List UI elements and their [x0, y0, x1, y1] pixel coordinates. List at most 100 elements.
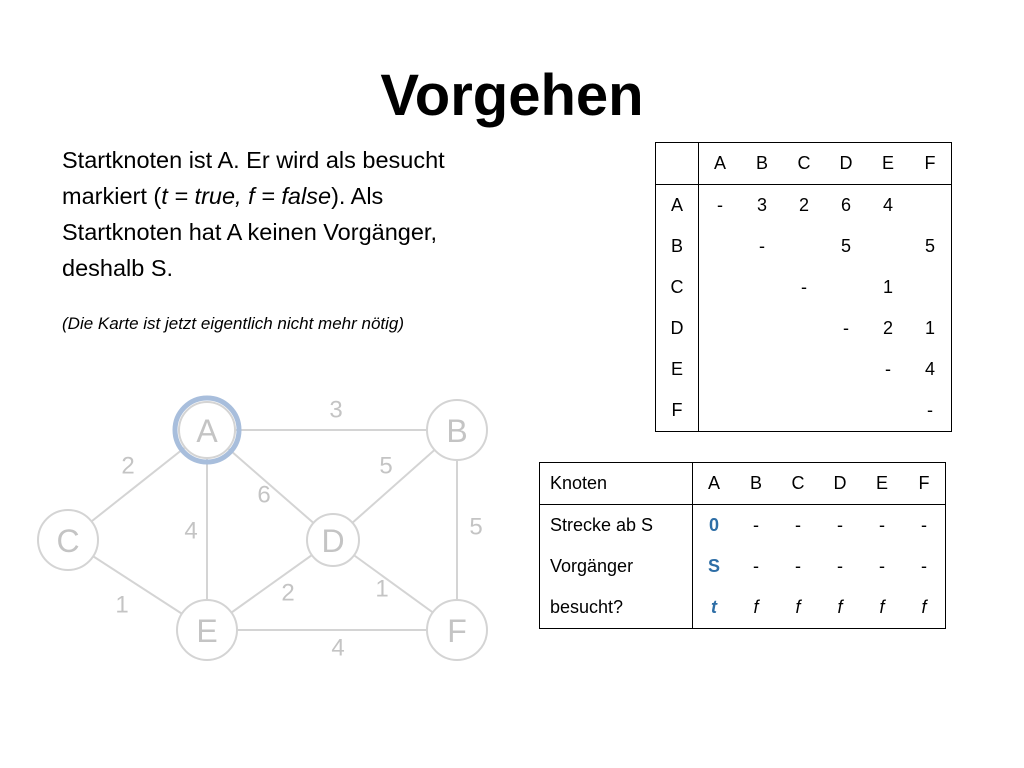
- adjacency-cell: -: [801, 277, 807, 297]
- adjacency-cell: 4: [882, 195, 893, 215]
- adjacency-col-header: F: [909, 142, 952, 185]
- description-line-2b: ). Als: [331, 183, 384, 209]
- edge-weight-b-f: 5: [469, 514, 482, 541]
- adjacency-row: C - 1: [655, 267, 952, 308]
- edge-weight-a-c: 2: [121, 453, 134, 480]
- adjacency-cell: -: [927, 400, 933, 420]
- node-d-label: D: [321, 523, 344, 559]
- graph-node-a: A: [172, 395, 242, 465]
- adjacency-cell: 5: [924, 236, 935, 256]
- node-d-circle: [306, 513, 360, 567]
- state-row-label: Vorgänger: [539, 546, 693, 587]
- state-cell: f: [921, 597, 927, 617]
- adjacency-row-header: A: [655, 184, 699, 226]
- edge-weight-d-f: 1: [375, 576, 388, 603]
- adjacency-row-header: C: [655, 267, 699, 308]
- node-f-circle: [426, 599, 488, 661]
- description-line-2a: markiert (: [62, 183, 162, 209]
- node-b-label: B: [446, 413, 467, 449]
- node-f-label: F: [447, 613, 467, 649]
- state-cell: -: [879, 515, 885, 535]
- adjacency-cell: -: [885, 359, 891, 379]
- adjacency-cell: 2: [798, 195, 809, 215]
- state-cell: -: [879, 556, 885, 576]
- state-cell: S: [707, 556, 720, 576]
- adjacency-cell: 3: [756, 195, 767, 215]
- state-cell: f: [753, 597, 759, 617]
- adjacency-row-header: E: [655, 349, 699, 390]
- description-text: Startknoten ist A. Er wird als besucht m…: [62, 142, 542, 286]
- state-cell: f: [795, 597, 801, 617]
- description-line-2-italic: t = true, f = false: [161, 183, 332, 209]
- adjacency-table: A B C D E F A - 3 2 6 4 B - 5 5 C - 1 D …: [655, 142, 952, 432]
- graph-node-d: D: [306, 513, 360, 567]
- description-note: (Die Karte ist jetzt eigentlich nicht me…: [62, 314, 405, 333]
- state-cell: -: [753, 556, 759, 576]
- description-line-3: Startknoten hat A keinen Vorgänger,: [62, 219, 437, 245]
- state-header-row: Knoten A B C D E F: [539, 462, 946, 505]
- state-cell: -: [837, 515, 843, 535]
- state-cell: f: [837, 597, 843, 617]
- adjacency-row: F -: [655, 390, 952, 432]
- state-col-header: B: [735, 462, 777, 505]
- adjacency-cell: 4: [924, 359, 935, 379]
- node-e-label: E: [196, 613, 217, 649]
- state-col-header: F: [903, 462, 946, 505]
- description-line-4: deshalb S.: [62, 255, 174, 281]
- adjacency-col-header: C: [783, 142, 825, 185]
- state-cell: 0: [708, 515, 719, 535]
- edge-weight-a-b: 3: [329, 397, 342, 424]
- state-col-header: C: [777, 462, 819, 505]
- adjacency-row: A - 3 2 6 4: [655, 184, 952, 226]
- description-line-1: Startknoten ist A. Er wird als besucht: [62, 147, 445, 173]
- state-col-header: D: [819, 462, 861, 505]
- state-row-label: besucht?: [539, 587, 693, 629]
- state-col-header: E: [861, 462, 903, 505]
- adjacency-col-header: E: [867, 142, 909, 185]
- state-col-header: A: [692, 462, 735, 505]
- state-cell: -: [795, 556, 801, 576]
- state-row-visited: besucht? t f f f f f: [539, 587, 946, 629]
- edge-weight-a-d: 6: [257, 482, 270, 509]
- node-c-label: C: [56, 523, 79, 559]
- state-cell: -: [921, 556, 927, 576]
- state-cell: -: [921, 515, 927, 535]
- dijkstra-state-table: Knoten A B C D E F Strecke ab S 0 - - - …: [539, 462, 946, 629]
- adjacency-header-row: A B C D E F: [655, 142, 952, 185]
- node-a-circle: [178, 401, 236, 459]
- edge-weight-e-f: 4: [331, 635, 344, 662]
- state-row-predecessor: Vorgänger S - - - - -: [539, 546, 946, 587]
- adjacency-cell: -: [843, 318, 849, 338]
- state-row-label: Strecke ab S: [539, 504, 693, 546]
- adjacency-cell: 1: [924, 318, 935, 338]
- edge-weight-c-e: 1: [115, 592, 128, 619]
- adjacency-cell: 2: [882, 318, 893, 338]
- adjacency-col-header: D: [825, 142, 867, 185]
- state-cell: -: [837, 556, 843, 576]
- adjacency-row: D - 2 1: [655, 308, 952, 349]
- edge-weight-b-d: 5: [379, 453, 392, 480]
- adjacency-row-header: D: [655, 308, 699, 349]
- state-row-distance: Strecke ab S 0 - - - - -: [539, 504, 946, 546]
- graph-nodes: A B C D E F: [37, 395, 488, 661]
- node-e-circle: [176, 599, 238, 661]
- adjacency-cell: 6: [840, 195, 851, 215]
- edge-weight-a-e: 4: [184, 518, 197, 545]
- graph-node-f: F: [426, 599, 488, 661]
- adjacency-cell: 1: [882, 277, 893, 297]
- adjacency-row: B - 5 5: [655, 226, 952, 267]
- node-c-circle: [37, 509, 99, 571]
- adjacency-row-header: B: [655, 226, 699, 267]
- adjacency-col-header: A: [698, 142, 741, 185]
- graph-edge-weights: 3 2 6 4 5 5 1 2 1 4: [115, 397, 482, 662]
- adjacency-corner-cell: [655, 142, 699, 185]
- adjacency-row-header: F: [655, 390, 699, 432]
- graph-edges: [67, 429, 458, 631]
- state-cell: -: [795, 515, 801, 535]
- state-header-label: Knoten: [539, 462, 693, 505]
- start-node-highlight: [172, 395, 242, 465]
- node-a-label: A: [196, 413, 218, 449]
- graph-node-b: B: [426, 399, 488, 461]
- edge-weight-d-e: 2: [281, 580, 294, 607]
